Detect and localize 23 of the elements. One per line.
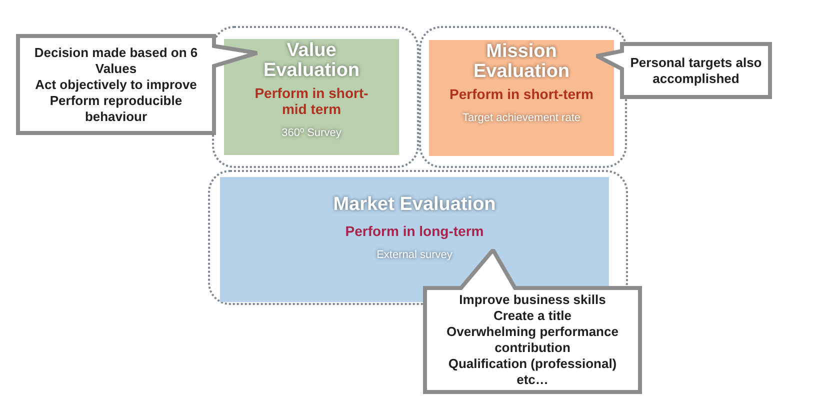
term-text: Perform in short-mid term (254, 85, 370, 117)
callout-text: etc… (516, 372, 548, 388)
callout-text: Perform reproducible behaviour (48, 92, 184, 124)
survey-text: 360º Survey (282, 127, 342, 140)
survey-text: External survey (376, 249, 452, 262)
callout-text: Act objectively to improve (35, 76, 197, 92)
callout-tooltip (596, 42, 772, 99)
callout-text: Personal targets also accomplished (629, 54, 763, 86)
callout-text: Overwhelming performance contribution (446, 324, 620, 356)
evaluation-card (429, 40, 614, 156)
survey-text: Target achievement rate (462, 112, 580, 125)
card-title: Market Evaluation (333, 195, 496, 215)
callout-text: Create a title (493, 308, 572, 324)
card-title: Value Evaluation (262, 41, 361, 81)
evaluation-card (224, 39, 399, 155)
term-text: Perform in short-term (450, 86, 594, 102)
callout-text: Decision made based on 6 Values (33, 44, 199, 76)
callout-text: Improve business skills (459, 292, 606, 308)
dotted-group-outline (212, 26, 419, 168)
card-title: Mission Evaluation (472, 42, 571, 82)
callout-text: Qualification (professional) (448, 356, 617, 372)
dotted-group-outline (419, 26, 627, 168)
term-text: Perform in long-term (345, 223, 484, 239)
